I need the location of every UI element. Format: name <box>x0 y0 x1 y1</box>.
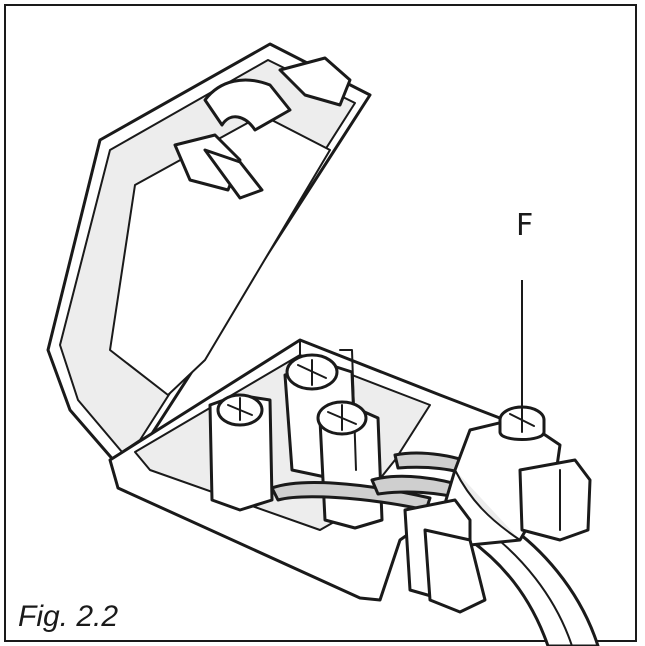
terminal-screw <box>216 353 368 436</box>
figure-caption: Fig. 2.2 <box>18 600 119 633</box>
cable-clamp <box>403 416 592 614</box>
cable-clamp-screw <box>498 405 546 441</box>
callout-label-f: F <box>516 208 534 243</box>
